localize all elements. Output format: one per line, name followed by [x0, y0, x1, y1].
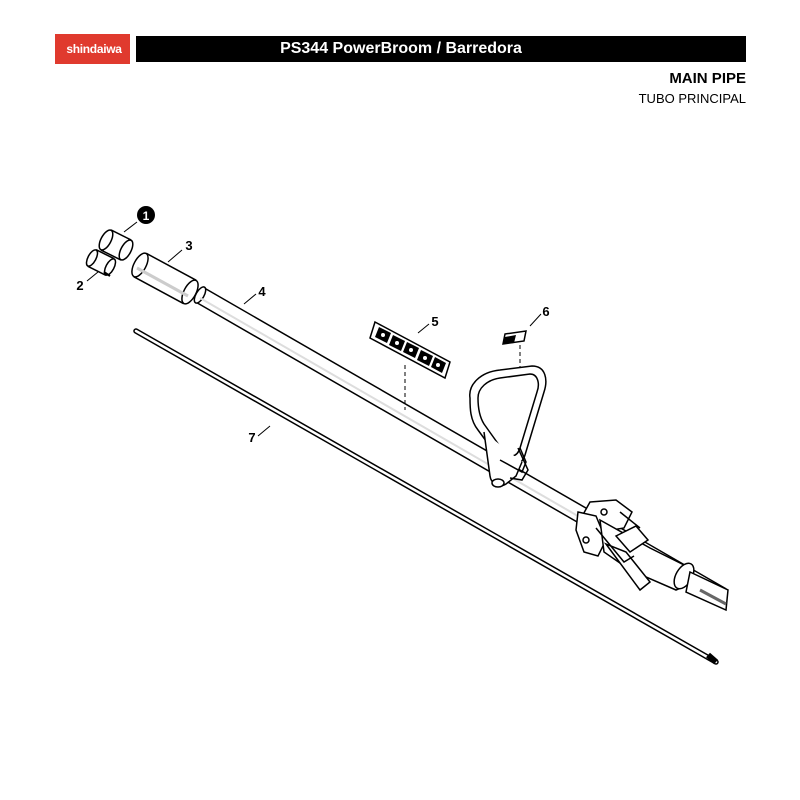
page-title: PS344 PowerBroom / Barredora: [280, 40, 522, 57]
part-1-bushing[interactable]: [96, 228, 135, 262]
section-subtitle: TUBO PRINCIPAL: [638, 91, 746, 106]
logo-divider: [130, 34, 136, 64]
section-title: MAIN PIPE: [669, 70, 746, 87]
callout-6: 6: [542, 304, 549, 319]
brand-logo-text: shindaiwa: [66, 42, 122, 56]
leader-lines: [86, 221, 542, 437]
callout-1: 1: [143, 209, 150, 223]
callout-4: 4: [258, 284, 266, 299]
header-bar: [55, 36, 746, 62]
part-5-warning-label[interactable]: [369, 320, 451, 380]
part-2-clamp[interactable]: [84, 248, 118, 277]
brand-logo: shindaiwa: [55, 34, 133, 64]
callout-7: 7: [248, 430, 255, 445]
loop-handle: [469, 365, 547, 488]
part-3-pipe-sleeve[interactable]: [129, 251, 202, 307]
callout-2: 2: [76, 278, 83, 293]
callout-1-badge: [137, 206, 155, 224]
part-7-drive-shaft[interactable]: [133, 328, 719, 665]
pipe-end: [685, 570, 729, 612]
callout-5: 5: [431, 314, 438, 329]
part-6-decal[interactable]: [502, 330, 527, 345]
callout-3: 3: [185, 238, 192, 253]
throttle-assembly: [575, 499, 695, 592]
